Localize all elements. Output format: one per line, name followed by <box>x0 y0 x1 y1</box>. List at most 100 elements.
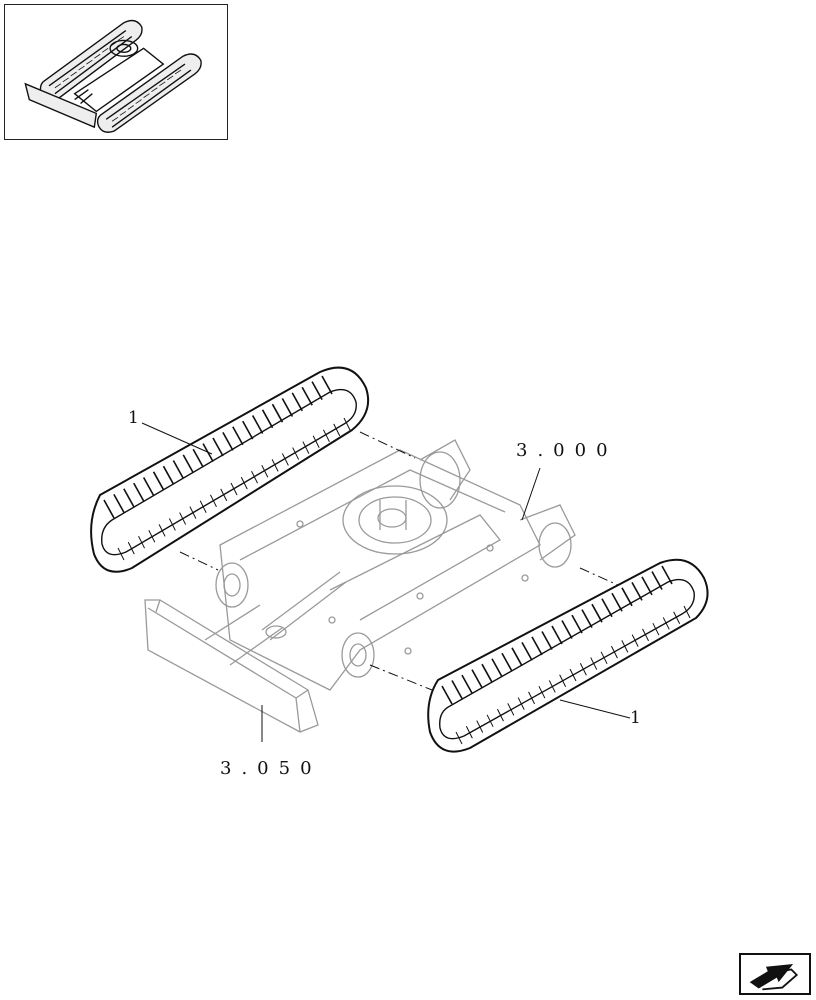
track-shoe <box>581 609 593 629</box>
track-shoe <box>182 454 194 474</box>
track-link <box>117 547 125 561</box>
track-shoe <box>271 403 284 423</box>
track-link <box>281 453 289 466</box>
track-shoe <box>451 680 463 699</box>
track-link <box>662 617 670 630</box>
track-link <box>507 703 515 716</box>
track-shoe <box>471 669 483 689</box>
track-link <box>189 506 197 519</box>
track-link <box>631 634 639 647</box>
leader-lines <box>141 422 631 742</box>
undercarriage-frame <box>215 439 576 691</box>
track-link <box>168 518 176 531</box>
track-shoe <box>511 647 523 667</box>
track-link <box>127 541 135 555</box>
track-link <box>230 482 238 496</box>
track-shoe <box>571 614 583 634</box>
track-shoe <box>461 674 473 694</box>
track-assembly-right <box>427 558 709 753</box>
track-shoe <box>291 392 303 412</box>
track-link <box>683 605 691 619</box>
track-link <box>138 535 145 549</box>
reference-frame[interactable]: 3.000 <box>516 440 618 461</box>
callout-track-right: 1 <box>630 708 641 728</box>
track-link <box>559 674 567 687</box>
track-link <box>271 459 279 472</box>
track-shoe <box>521 641 533 661</box>
track-shoe <box>561 620 573 639</box>
track-shoe <box>162 465 175 485</box>
track-link <box>579 663 587 676</box>
track-shoe <box>311 381 323 401</box>
track-link <box>528 691 535 705</box>
track-shoe <box>591 603 603 623</box>
track-shoe <box>631 581 643 601</box>
track-shoe <box>301 386 313 406</box>
track-link <box>486 714 494 728</box>
track-link <box>261 465 269 478</box>
callout-track-left: 1 <box>128 408 139 428</box>
track-shoe <box>481 663 493 683</box>
track-link <box>251 470 258 484</box>
track-link <box>497 708 504 722</box>
track-shoe <box>123 488 135 508</box>
overview-thumbnail <box>4 4 228 140</box>
track-shoe <box>281 398 294 417</box>
track-link <box>548 680 556 693</box>
track-shoe <box>251 415 264 434</box>
track-link <box>652 622 660 636</box>
track-link <box>642 628 649 642</box>
previous-page-button[interactable] <box>739 953 811 995</box>
track-link <box>476 720 484 733</box>
track-shoe <box>261 409 274 429</box>
previous-page-arrow-icon <box>749 964 799 991</box>
track-link <box>240 476 248 490</box>
track-shoe <box>192 448 204 468</box>
reference-blade[interactable]: 3.050 <box>220 758 322 779</box>
track-link <box>323 429 330 443</box>
track-shoe <box>133 482 145 502</box>
track-link <box>220 488 228 502</box>
track-shoe <box>601 598 613 618</box>
track-shoe <box>232 426 244 446</box>
track-shoe <box>113 493 125 513</box>
track-link <box>333 423 341 437</box>
track-link <box>600 651 608 665</box>
track-link <box>302 441 310 454</box>
track-link <box>343 417 351 431</box>
excavator-undercarriage-thumbnail-icon <box>24 19 202 133</box>
track-shoe <box>611 592 623 612</box>
track-link <box>621 640 629 653</box>
track-shoe <box>541 631 553 650</box>
track-link <box>455 731 463 745</box>
track-link <box>210 494 217 508</box>
track-shoe <box>172 460 185 479</box>
track-link <box>590 657 598 670</box>
track-shoe <box>621 587 633 607</box>
track-shoe <box>152 471 165 491</box>
track-shoe <box>531 636 543 656</box>
track-shoe <box>142 477 155 496</box>
track-shoe <box>661 565 673 585</box>
track-link <box>538 685 546 699</box>
track-link <box>611 645 618 659</box>
track-link <box>569 668 577 682</box>
track-link <box>465 726 473 739</box>
track-shoe <box>491 658 503 678</box>
track-link <box>158 524 166 537</box>
track-shoe <box>222 431 234 451</box>
track-link <box>312 435 320 448</box>
track-shoe <box>242 420 254 440</box>
track-shoe <box>641 576 653 596</box>
track-shoe <box>441 685 453 705</box>
track-shoe <box>212 437 224 457</box>
track-shoe <box>551 625 563 645</box>
track-link <box>517 697 525 710</box>
track-link <box>148 530 156 543</box>
track-shoe <box>321 375 333 395</box>
dozer-blade <box>144 599 319 733</box>
track-shoe <box>651 571 663 590</box>
track-shoe <box>501 652 513 672</box>
track-link <box>199 500 207 513</box>
